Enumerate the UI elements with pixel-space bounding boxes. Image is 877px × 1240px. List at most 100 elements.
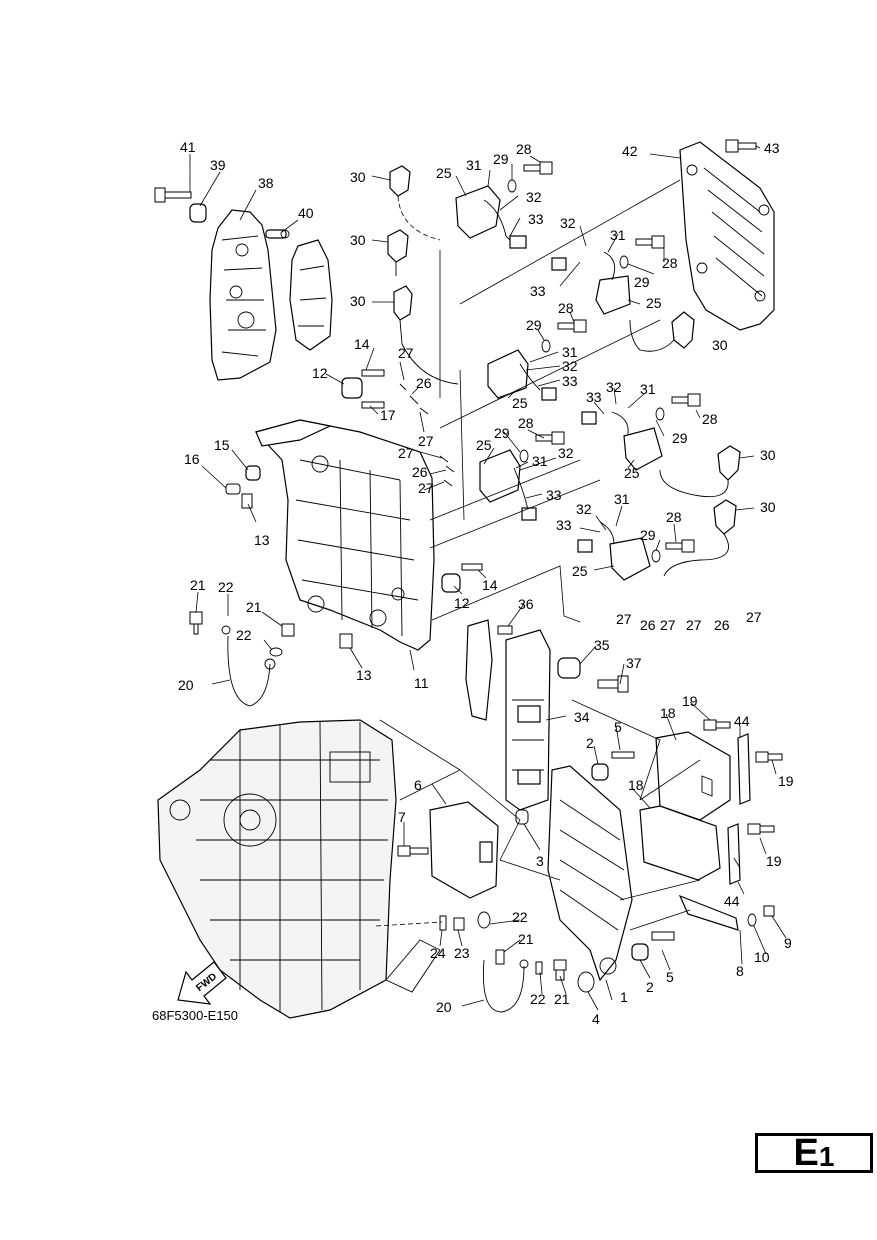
callout-11: 11 xyxy=(414,675,429,691)
callout-25: 25 xyxy=(512,395,528,411)
callout-20: 20 xyxy=(178,677,194,693)
callout-labels: 41 39 38 40 30 30 30 25 31 29 28 32 33 4… xyxy=(178,139,794,1027)
brackets-44 xyxy=(703,719,783,885)
callout-6: 6 xyxy=(414,777,422,793)
callout-32: 32 xyxy=(562,358,578,374)
callout-27: 27 xyxy=(398,445,414,461)
callout-33: 33 xyxy=(586,389,602,405)
callout-28: 28 xyxy=(662,255,678,271)
callout-27: 27 xyxy=(746,609,762,625)
callout-3: 3 xyxy=(536,853,544,869)
bracket-40 xyxy=(289,239,333,351)
module-6 xyxy=(397,801,499,899)
callout-22: 22 xyxy=(512,909,528,925)
callout-13: 13 xyxy=(254,532,270,548)
misc-fasteners-right xyxy=(515,751,675,993)
callout-26: 26 xyxy=(714,617,730,633)
callout-5: 5 xyxy=(614,719,622,735)
callout-37: 37 xyxy=(626,655,642,671)
diagram-code: 68F5300-E150 xyxy=(152,1008,239,1023)
section-number: 1 xyxy=(818,1141,835,1172)
callout-32: 32 xyxy=(576,501,592,517)
callout-30: 30 xyxy=(350,232,366,248)
leader-lines xyxy=(189,145,787,1011)
callout-30: 30 xyxy=(760,499,776,515)
callout-35: 35 xyxy=(594,637,610,653)
callout-23: 23 xyxy=(454,945,470,961)
callout-27: 27 xyxy=(398,345,414,361)
callout-31: 31 xyxy=(532,453,548,469)
callout-28: 28 xyxy=(518,415,534,431)
callout-22: 22 xyxy=(236,627,252,643)
ecu-18-upper xyxy=(655,731,731,821)
callout-22: 22 xyxy=(218,579,234,595)
callout-22: 22 xyxy=(530,991,546,1007)
callout-29: 29 xyxy=(526,317,542,333)
callout-14: 14 xyxy=(482,577,498,593)
callout-25: 25 xyxy=(476,437,492,453)
callout-43: 43 xyxy=(764,140,780,156)
callout-34: 34 xyxy=(574,709,590,725)
callout-18: 18 xyxy=(628,777,644,793)
callout-32: 32 xyxy=(526,189,542,205)
bolt-41 xyxy=(154,187,192,203)
bracket-1 xyxy=(547,765,633,982)
grommet-39 xyxy=(189,203,207,223)
callout-27: 27 xyxy=(660,617,676,633)
callout-32: 32 xyxy=(606,379,622,395)
callout-30: 30 xyxy=(760,447,776,463)
callout-31: 31 xyxy=(466,157,482,173)
ignition-coils xyxy=(455,185,663,581)
callout-21: 21 xyxy=(246,599,262,615)
callout-9: 9 xyxy=(784,935,792,951)
callout-29: 29 xyxy=(494,425,510,441)
callout-28: 28 xyxy=(702,411,718,427)
callout-27: 27 xyxy=(686,617,702,633)
callout-31: 31 xyxy=(640,381,656,397)
callout-27: 27 xyxy=(616,611,632,627)
callout-26: 26 xyxy=(412,464,428,480)
callout-33: 33 xyxy=(556,517,572,533)
callout-40: 40 xyxy=(298,205,314,221)
callout-29: 29 xyxy=(493,151,509,167)
callout-41: 41 xyxy=(180,139,196,155)
callout-39: 39 xyxy=(210,157,226,173)
callout-44: 44 xyxy=(724,893,740,909)
callout-1: 1 xyxy=(620,989,628,1005)
callout-27: 27 xyxy=(418,480,434,496)
callout-28: 28 xyxy=(516,141,532,157)
callout-4: 4 xyxy=(592,1011,600,1027)
callout-2: 2 xyxy=(646,979,654,995)
callout-31: 31 xyxy=(562,344,578,360)
callout-19: 19 xyxy=(766,853,782,869)
plate-34 xyxy=(465,619,629,811)
callout-12: 12 xyxy=(454,595,470,611)
callout-30: 30 xyxy=(350,169,366,185)
callout-32: 32 xyxy=(560,215,576,231)
section-letter: E xyxy=(793,1132,819,1174)
callout-44: 44 xyxy=(734,713,750,729)
callout-32: 32 xyxy=(558,445,574,461)
callout-2: 2 xyxy=(586,735,594,751)
callout-25: 25 xyxy=(436,165,452,181)
engine-block xyxy=(157,719,441,1019)
callout-33: 33 xyxy=(530,283,546,299)
callout-14: 14 xyxy=(354,336,370,352)
callout-16: 16 xyxy=(184,451,200,467)
callout-19: 19 xyxy=(682,693,698,709)
callout-12: 12 xyxy=(312,365,328,381)
callout-25: 25 xyxy=(624,465,640,481)
fwd-arrow: FWD xyxy=(177,961,227,1005)
callout-30: 30 xyxy=(712,337,728,353)
callout-19: 19 xyxy=(778,773,794,789)
callout-7: 7 xyxy=(398,809,406,825)
callout-31: 31 xyxy=(614,491,630,507)
callout-21: 21 xyxy=(518,931,534,947)
callout-18: 18 xyxy=(660,705,676,721)
plug-caps xyxy=(387,165,741,577)
plate-42 xyxy=(679,139,775,331)
callout-27: 27 xyxy=(418,433,434,449)
ground-lead-left xyxy=(189,611,295,707)
collar-40 xyxy=(265,229,290,239)
callout-28: 28 xyxy=(558,300,574,316)
